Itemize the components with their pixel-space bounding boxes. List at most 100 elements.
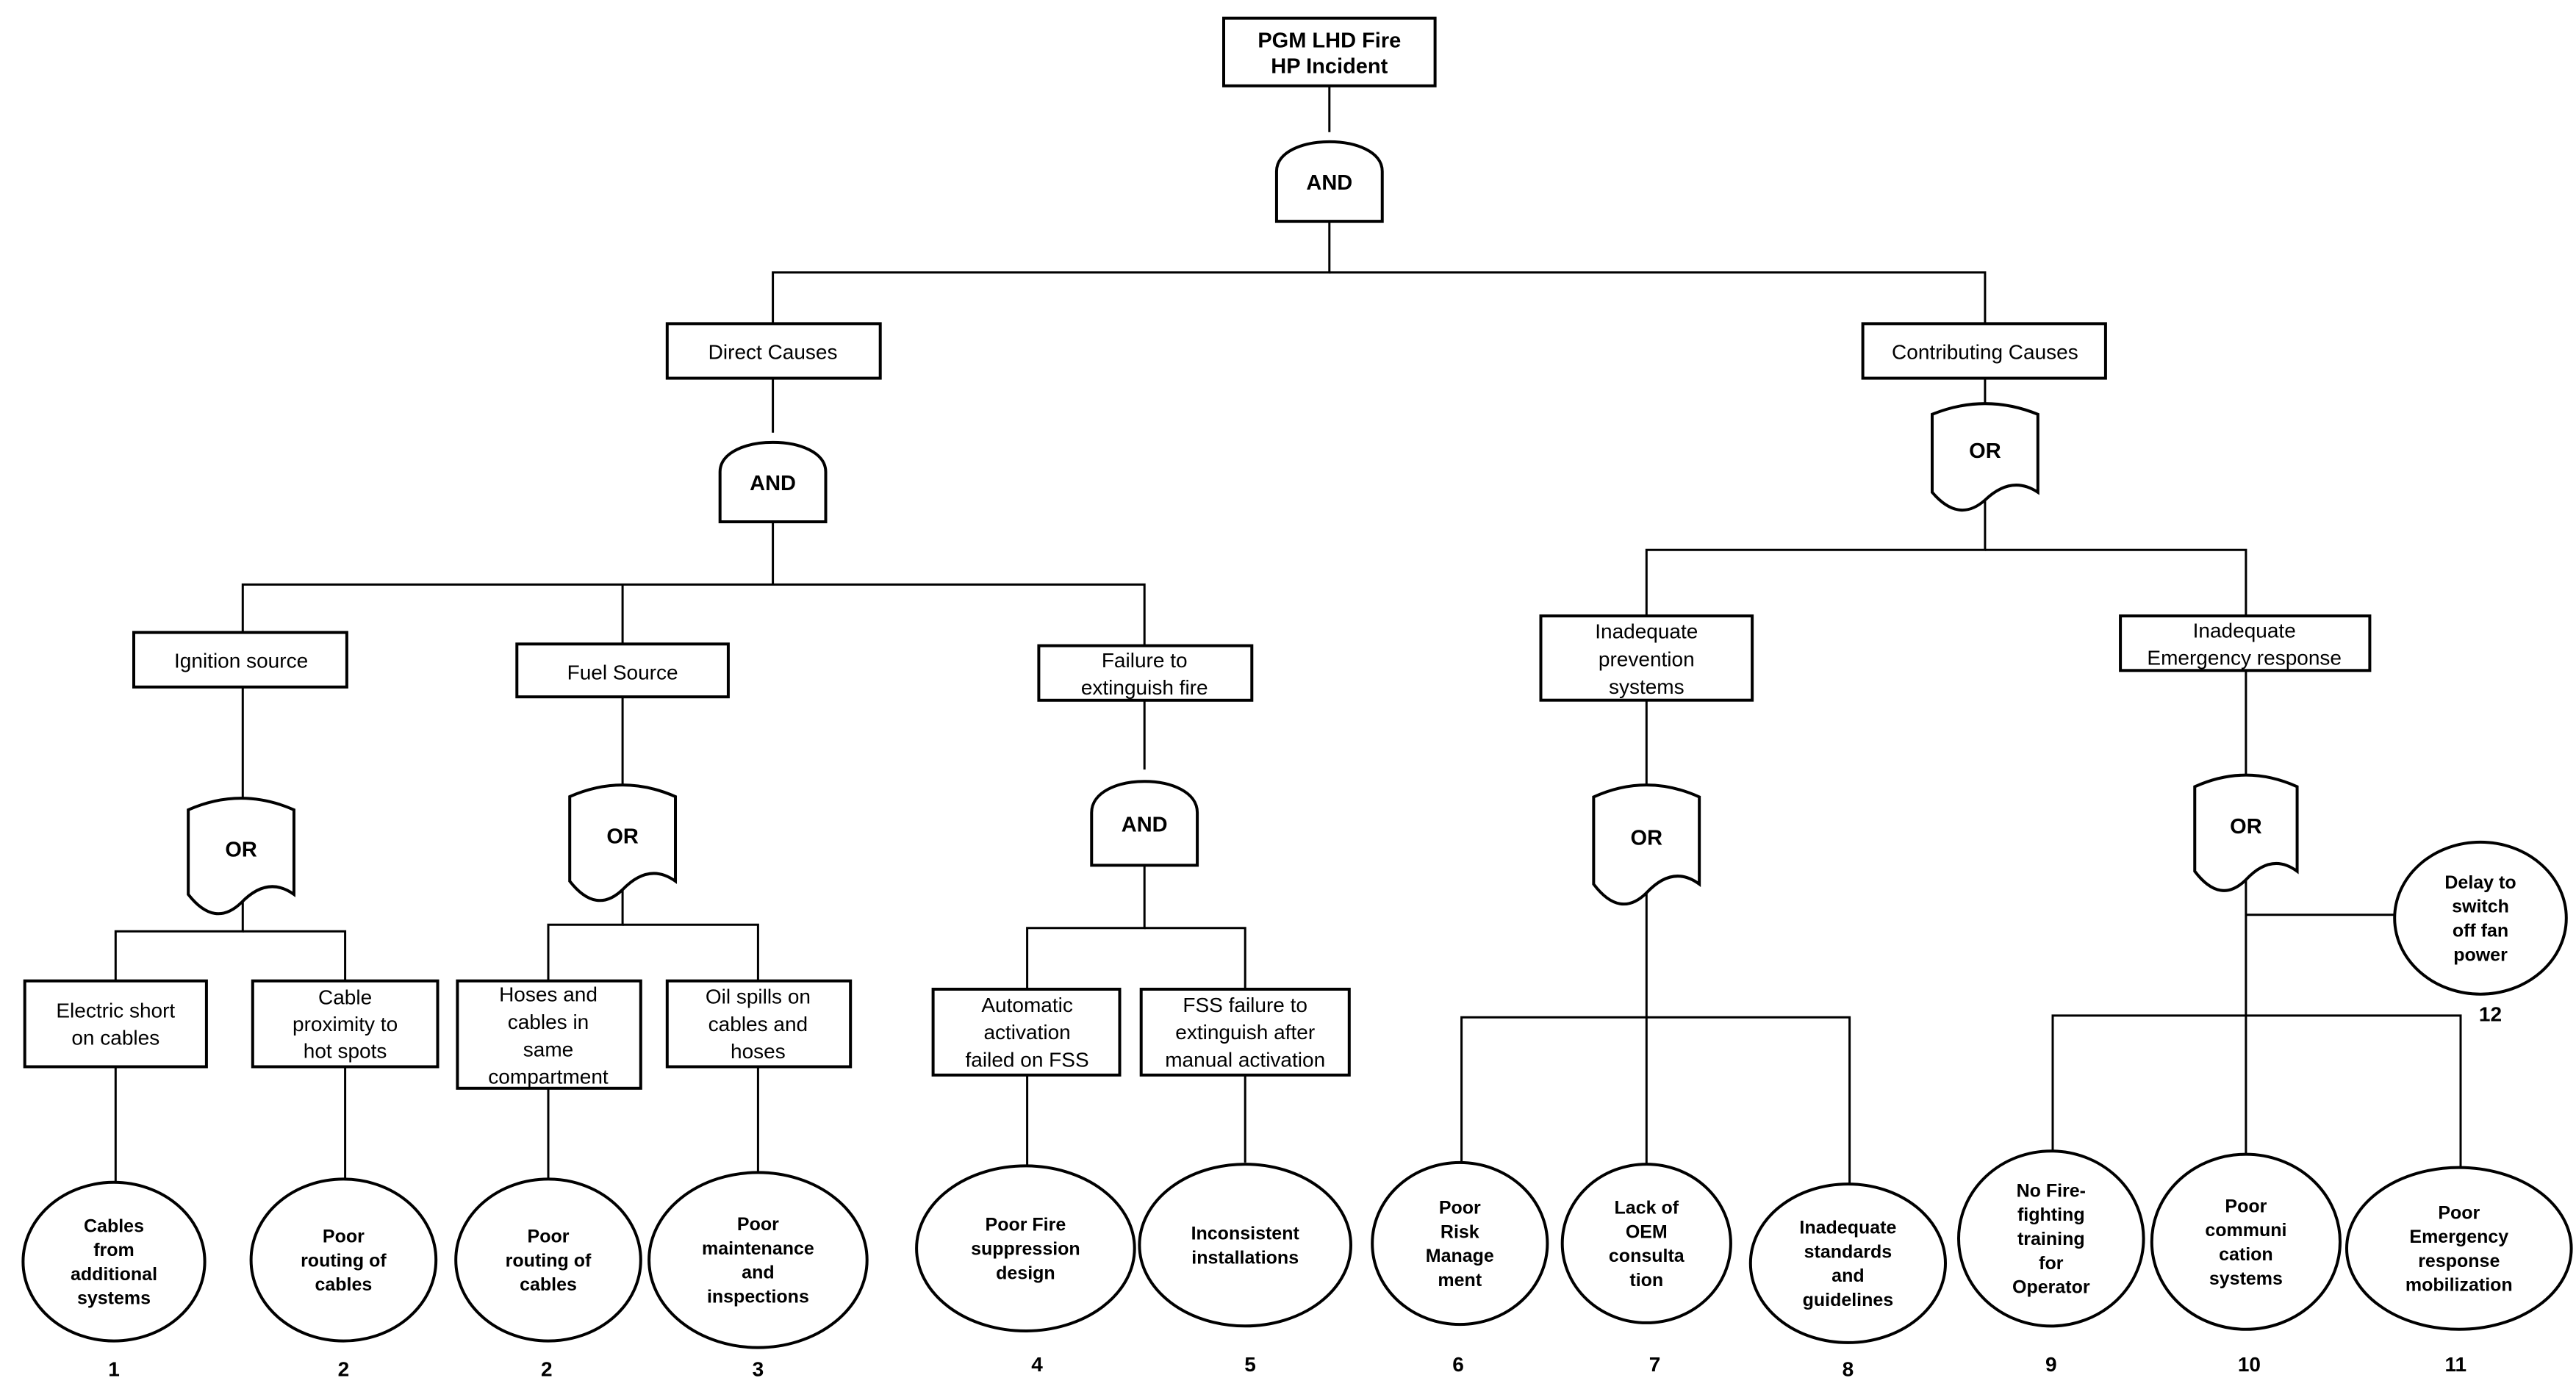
- basic-event-label-line: systems: [77, 1288, 151, 1309]
- basic-event-label-line: design: [996, 1263, 1055, 1283]
- basic-event-label-line: Inconsistent: [1191, 1224, 1300, 1244]
- basic-event-circle: [1371, 1160, 1549, 1327]
- inadequate-emergency-box: [2119, 614, 2372, 672]
- ignition-gate-label: OR: [225, 838, 257, 861]
- inadequate-prevention-label-line: systems: [1609, 675, 1685, 698]
- basic-event-label-line: and: [1831, 1266, 1864, 1286]
- cable-proximity-label-line: hot spots: [304, 1040, 387, 1063]
- basic-event-label-line: Poor: [2438, 1202, 2480, 1223]
- direct-gate-label: AND: [750, 472, 796, 495]
- basic-event-number: 2: [338, 1358, 350, 1381]
- connector-line: [1460, 1016, 1851, 1186]
- basic-event-label-line: mobilization: [2405, 1275, 2513, 1296]
- connector-line: [623, 923, 759, 981]
- basic-event-circle: [1138, 1163, 1352, 1328]
- prevention-or-gate: [1592, 783, 1701, 906]
- basic-event-label-line: from: [93, 1240, 134, 1260]
- automatic-activation-box: [931, 988, 1122, 1077]
- contributing-gate-label: OR: [1969, 439, 2001, 463]
- basic-event-label-line: Poor: [2225, 1196, 2267, 1216]
- inadequate-prevention-label-line: Inadequate: [1595, 620, 1698, 643]
- basic-event-label-line: Inadequate: [1799, 1217, 1896, 1238]
- contributing-causes-label: Contributing Causes: [1892, 340, 2078, 363]
- basic-event-circle: [454, 1177, 642, 1343]
- basic-event-label-line: cables: [315, 1274, 372, 1295]
- basic-event-label: Inconsistent installations: [1191, 1224, 1300, 1268]
- basic-event-label-line: installations: [1191, 1247, 1299, 1268]
- basic-event-label-line: No Fire-: [2017, 1180, 2086, 1201]
- failure-to-extinguish-label-line: extinguish fire: [1081, 676, 1208, 699]
- basic-event-label-line: for: [2039, 1253, 2064, 1274]
- extinguish-and-gate: [1090, 780, 1199, 867]
- basic-event-circle: [1957, 1149, 2145, 1328]
- ignition-or-gate: [187, 797, 295, 916]
- oil-spills-label-line: hoses: [731, 1040, 786, 1063]
- basic-event-circle: [2393, 840, 2568, 996]
- basic-event-label-line: Emergency: [2409, 1227, 2508, 1247]
- fss-failure-label-line: extinguish after: [1175, 1021, 1315, 1044]
- basic-event-label-line: ment: [1438, 1270, 1482, 1291]
- connector-line: [1329, 271, 1987, 324]
- fuel-source-box: [515, 642, 730, 699]
- inadequate-emergency-label-line: Inadequate: [2193, 620, 2296, 642]
- basic-event-circle: [2150, 1152, 2342, 1331]
- basic-event-circle: [249, 1177, 438, 1343]
- contributing-causes-box: [1861, 322, 2107, 380]
- basic-event-number: 10: [2238, 1353, 2261, 1376]
- basic-event-label-line: systems: [2209, 1268, 2283, 1289]
- top-event-label-line: HP Incident: [1271, 55, 1388, 79]
- direct-causes-box: [665, 322, 882, 380]
- direct-causes-label: Direct Causes: [708, 340, 838, 363]
- contributing-causes-label-line: Contributing Causes: [1892, 340, 2078, 363]
- fuel-gate-label: OR: [606, 825, 639, 848]
- emergency-or-gate: [2193, 773, 2299, 892]
- top-event-label-line: PGM LHD Fire: [1257, 29, 1401, 53]
- connector-lines: [114, 85, 2462, 1186]
- basic-event-label-line: Delay to: [2444, 872, 2516, 893]
- hoses-cables-label-line: Hoses and: [499, 983, 598, 1006]
- prevention-gate-label: OR: [1631, 826, 1663, 850]
- hoses-cables-label-line: compartment: [488, 1066, 609, 1088]
- basic-event-label-line: routing of: [301, 1250, 387, 1271]
- basic-event-label-line: tion: [1629, 1270, 1663, 1291]
- oil-spills-label-line: Oil spills on: [706, 986, 811, 1008]
- basic-event-circle: [1748, 1182, 1947, 1344]
- fss-failure-label-line: FSS failure to: [1183, 994, 1307, 1016]
- basic-event-label-line: Poor: [737, 1214, 779, 1235]
- cable-proximity-label-line: proximity to: [293, 1013, 398, 1036]
- basic-event-label-line: additional: [71, 1264, 157, 1285]
- ignition-source-label-line: Ignition source: [174, 650, 308, 672]
- inadequate-emergency-label-line: Emergency response: [2147, 647, 2342, 670]
- automatic-activation-label-line: Automatic: [981, 994, 1073, 1016]
- basic-event-number: 6: [1452, 1353, 1464, 1376]
- basic-event-label-line: Poor: [528, 1226, 570, 1246]
- direct-and-gate: [718, 440, 828, 524]
- ignition-source-label: Ignition source: [174, 650, 308, 672]
- basic-event-label-line: fighting: [2017, 1205, 2085, 1225]
- basic-event-circle: [2345, 1166, 2573, 1331]
- extinguish-gate-label: AND: [1122, 814, 1168, 837]
- basic-event-label-line: guidelines: [1803, 1290, 1894, 1310]
- electric-short-label-line: Electric short: [56, 999, 175, 1022]
- basic-event-number: 11: [2444, 1353, 2466, 1376]
- direct-causes-label-line: Direct Causes: [708, 340, 838, 363]
- basic-event-label-line: Operator: [2012, 1277, 2090, 1298]
- basic-event-circle: [915, 1164, 1136, 1332]
- basic-event-number: 7: [1649, 1353, 1661, 1376]
- connector-line: [2051, 1014, 2462, 1173]
